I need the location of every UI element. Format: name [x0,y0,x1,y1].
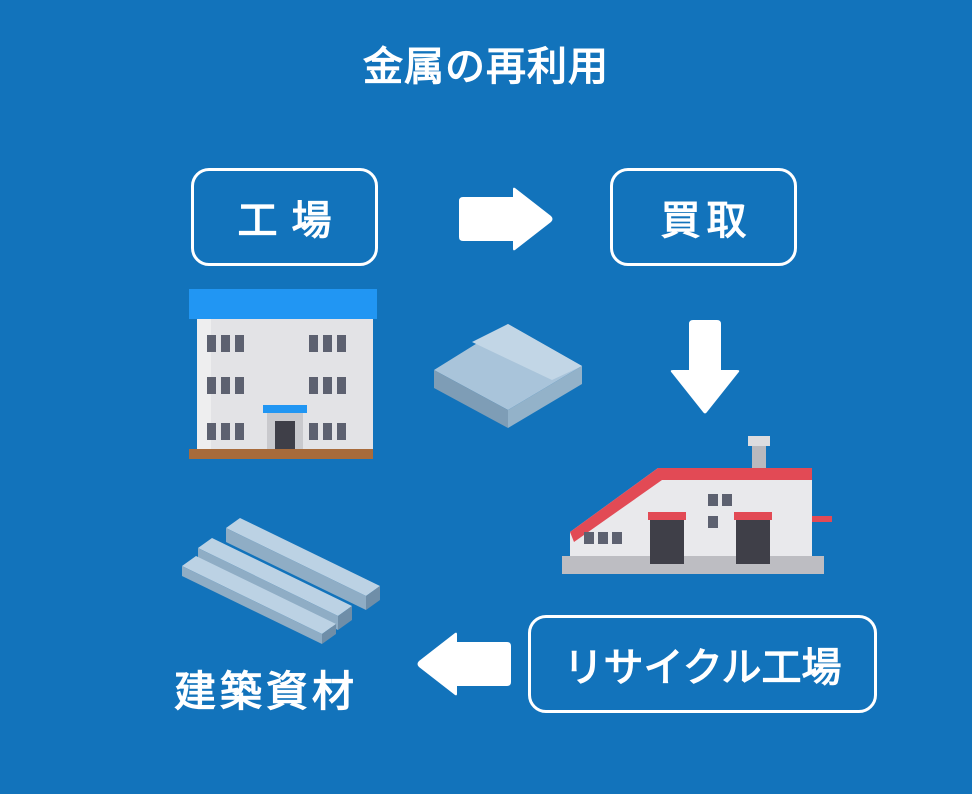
purchase-label: 買取 [660,198,753,244]
recycling-plant-icon [562,436,832,574]
recycle-plant-label: リサイクル工場 [563,645,842,691]
arrow-right-icon [459,187,553,251]
factory-building-icon [189,289,377,459]
factory-label: 工場 [237,198,346,244]
steel-beams-icon [182,518,380,644]
page-title: 金属の再利用 [363,44,609,90]
metal-plate-icon [434,324,582,428]
arrow-left-icon [417,632,511,696]
building-materials-label: 建築資材 [174,667,359,716]
recycle-plant-label-box: リサイクル工場 [528,615,877,713]
arrow-down-icon [670,320,740,414]
factory-label-box: 工場 [191,168,378,266]
purchase-label-box: 買取 [610,168,797,266]
